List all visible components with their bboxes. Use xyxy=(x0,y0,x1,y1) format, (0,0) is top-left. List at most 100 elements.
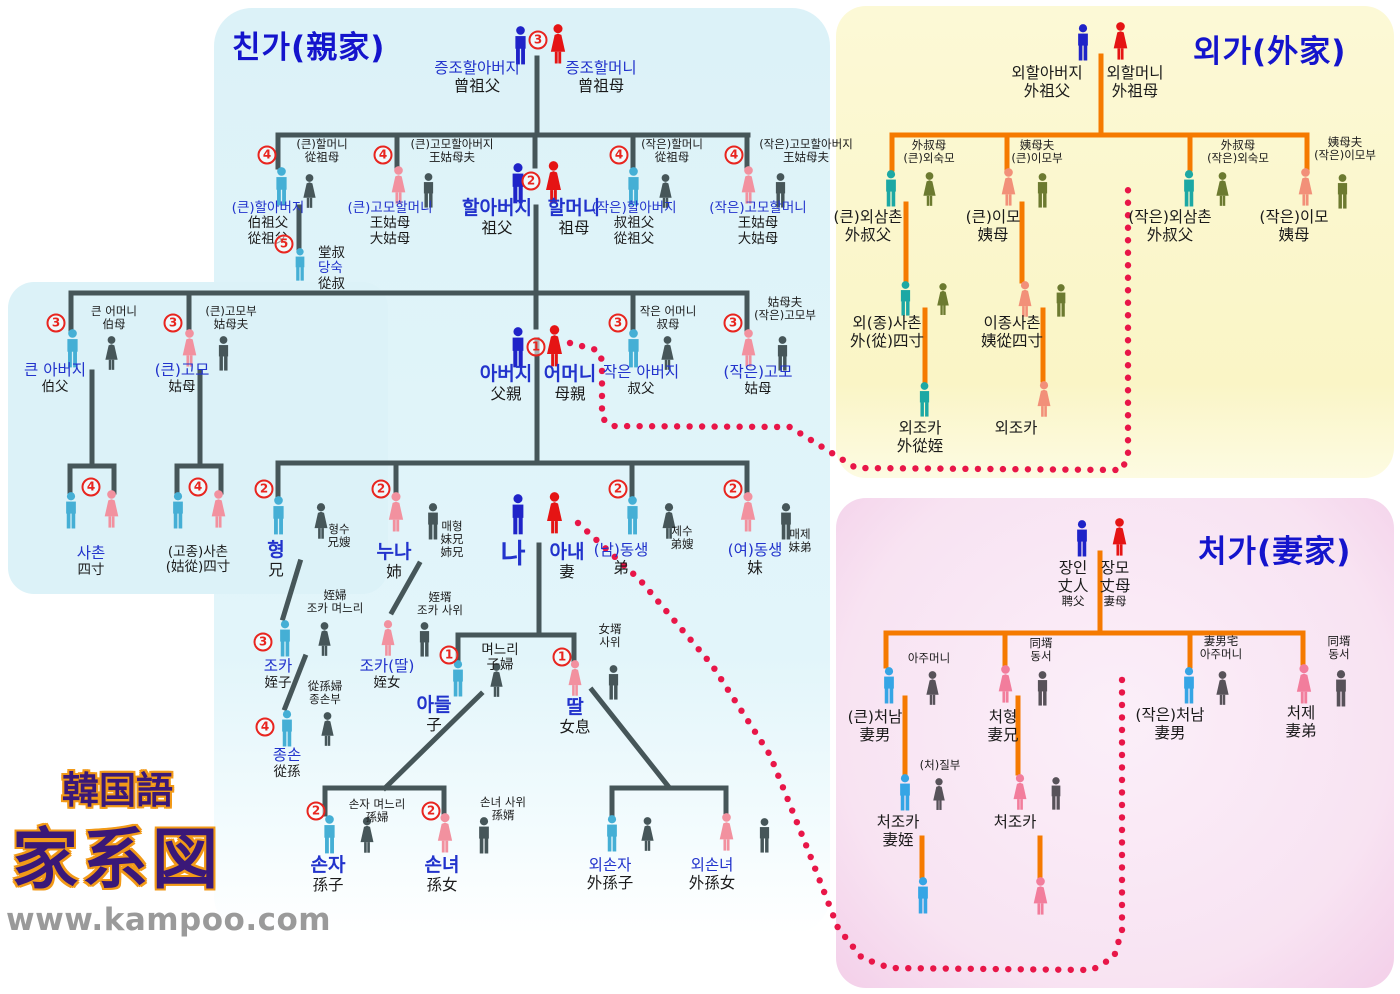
dot xyxy=(1124,187,1132,194)
label-line: 형수 xyxy=(328,522,350,536)
connector xyxy=(388,560,423,616)
dot xyxy=(1118,826,1126,834)
logo-korean-language: 韓国語 xyxy=(62,769,173,812)
dot xyxy=(828,449,836,457)
label-line: 증조할아버지 xyxy=(434,59,520,77)
label-line: 당숙 xyxy=(318,260,343,277)
order-badge-4: 4 xyxy=(257,145,277,165)
label-line: 大姑母 xyxy=(737,230,779,247)
woman-icon xyxy=(926,671,939,705)
dot xyxy=(807,436,815,444)
dot xyxy=(1124,212,1132,219)
person-mat-niece xyxy=(1034,381,1054,419)
dot xyxy=(818,443,825,450)
woman-icon xyxy=(318,622,331,656)
label-line: (큰)고모부 xyxy=(205,304,257,318)
man-icon xyxy=(900,774,910,811)
person-aunt-younger-husband xyxy=(773,336,792,372)
dot xyxy=(798,830,805,837)
dot xyxy=(811,865,819,872)
man-icon xyxy=(419,622,430,657)
dot xyxy=(1062,466,1069,473)
person-cousin-m xyxy=(61,492,81,530)
dot xyxy=(745,718,752,725)
dot xyxy=(1118,901,1126,909)
site-url: www.kampoo.com xyxy=(6,902,332,938)
person-wife-nephew xyxy=(895,774,915,812)
label-line: 처조카 xyxy=(876,813,920,831)
label-line: 妹弟 xyxy=(788,540,812,555)
dot xyxy=(1112,466,1119,474)
label-mat-niece: 외조카 xyxy=(994,419,1038,438)
label-line: 어머니 xyxy=(543,363,597,385)
dot xyxy=(1118,851,1126,859)
woman-icon xyxy=(437,813,453,853)
dot xyxy=(748,423,756,430)
woman-icon xyxy=(211,490,226,528)
label-line: 外孫子 xyxy=(586,873,634,892)
dot xyxy=(703,655,710,663)
man-icon xyxy=(1078,24,1088,61)
dot xyxy=(673,423,681,430)
dot xyxy=(841,933,849,941)
dot xyxy=(630,570,637,577)
label-line: 姨母 xyxy=(1278,225,1310,244)
woman-icon xyxy=(1216,172,1229,206)
dot xyxy=(1118,776,1126,784)
woman-icon xyxy=(547,492,562,534)
dot xyxy=(598,380,606,387)
dot xyxy=(1124,337,1132,344)
label-mat-aunt-younger-husband: 姨母夫(작은)이모부 xyxy=(1314,135,1376,162)
order-badge-4: 4 xyxy=(81,477,101,497)
dot xyxy=(1118,801,1126,809)
dot xyxy=(1111,950,1119,958)
maternal-family-title: 외가(外家) xyxy=(1193,34,1347,70)
dot xyxy=(949,465,957,472)
order-badge-2: 2 xyxy=(608,479,628,499)
dot xyxy=(663,607,670,615)
dot xyxy=(736,423,743,430)
dot xyxy=(1118,864,1126,871)
dot xyxy=(636,422,643,430)
label-line: 妹兄 xyxy=(440,532,464,547)
dot xyxy=(779,784,787,791)
person-mat-cousin-f-husband xyxy=(1052,284,1070,318)
label-line: 처조카 xyxy=(993,813,1037,831)
dot xyxy=(1118,889,1126,896)
woman-icon xyxy=(1113,22,1128,60)
order-badge-1: 1 xyxy=(439,645,459,665)
order-badge-1: 1 xyxy=(526,337,546,357)
dot xyxy=(980,965,987,973)
man-icon xyxy=(428,503,438,540)
dot xyxy=(974,465,982,473)
order-badge-3: 3 xyxy=(723,313,743,333)
dot xyxy=(566,339,574,347)
dot xyxy=(899,465,907,472)
man-icon xyxy=(900,281,911,316)
label-line: 王姑母夫 xyxy=(783,150,829,165)
man-icon xyxy=(295,248,305,281)
label-line: 사촌 xyxy=(76,544,106,562)
dot xyxy=(839,456,846,463)
label-mat-uncle-younger-wife: 外叔母(작은)외숙모 xyxy=(1207,138,1269,165)
label-line: 妻男 xyxy=(1154,723,1186,742)
dot xyxy=(574,519,582,527)
label-line: (작은)처남 xyxy=(1135,706,1205,724)
person-grand-aunt-elder xyxy=(388,166,409,206)
label-line: (처)질부 xyxy=(919,758,961,772)
label-line: 姑母夫 xyxy=(213,317,249,332)
order-badge-3: 3 xyxy=(253,632,273,652)
label-line: 외조카 xyxy=(994,419,1038,437)
person-older-sister-husband xyxy=(423,503,443,541)
dot xyxy=(784,795,791,803)
